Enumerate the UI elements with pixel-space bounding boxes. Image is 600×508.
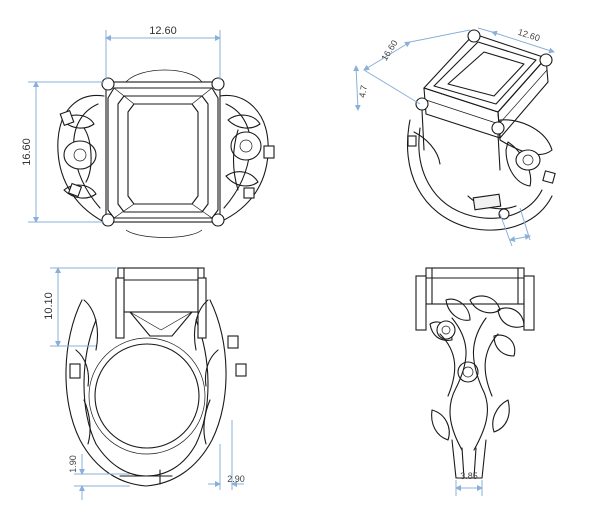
top-view-height-label: 16.60	[21, 138, 33, 166]
front-view-band-side-dimension: 2.90	[208, 420, 245, 490]
isometric-view: 16.60 12.60 4.7	[353, 27, 556, 247]
isometric-band-dimension	[499, 207, 531, 247]
isometric-emerald-stone	[423, 33, 549, 139]
front-view-finger-hole	[94, 343, 200, 449]
top-view: 12.60 16.60	[21, 25, 275, 238]
side-band-width-label: 3.85	[460, 471, 478, 481]
top-view-height-dimension: 16.60	[21, 81, 104, 223]
front-view-height-dimension: 10.10	[43, 267, 116, 347]
iso-height-label: 4.7	[357, 84, 369, 98]
top-view-right-shoulder	[219, 94, 275, 223]
front-height-label: 10.10	[43, 292, 55, 320]
front-view: 10.10 1.90 2.90	[43, 267, 247, 500]
top-view-left-shoulder	[57, 94, 105, 223]
front-view-band-bottom-dimension: 1.90	[68, 454, 130, 500]
side-view-band-width-dimension: 3.85	[455, 471, 483, 496]
side-view: 3.85	[415, 267, 535, 496]
isometric-prongs	[415, 29, 553, 171]
top-view-emerald-stone	[105, 81, 221, 223]
top-view-width-dimension: 12.60	[105, 25, 221, 80]
front-band-side-label: 2.90	[227, 474, 245, 484]
front-band-bottom-label: 1.90	[68, 455, 78, 473]
top-view-prongs	[101, 77, 225, 227]
top-view-width-label: 12.60	[149, 25, 177, 37]
isometric-height-dimension: 4.7	[353, 65, 369, 111]
